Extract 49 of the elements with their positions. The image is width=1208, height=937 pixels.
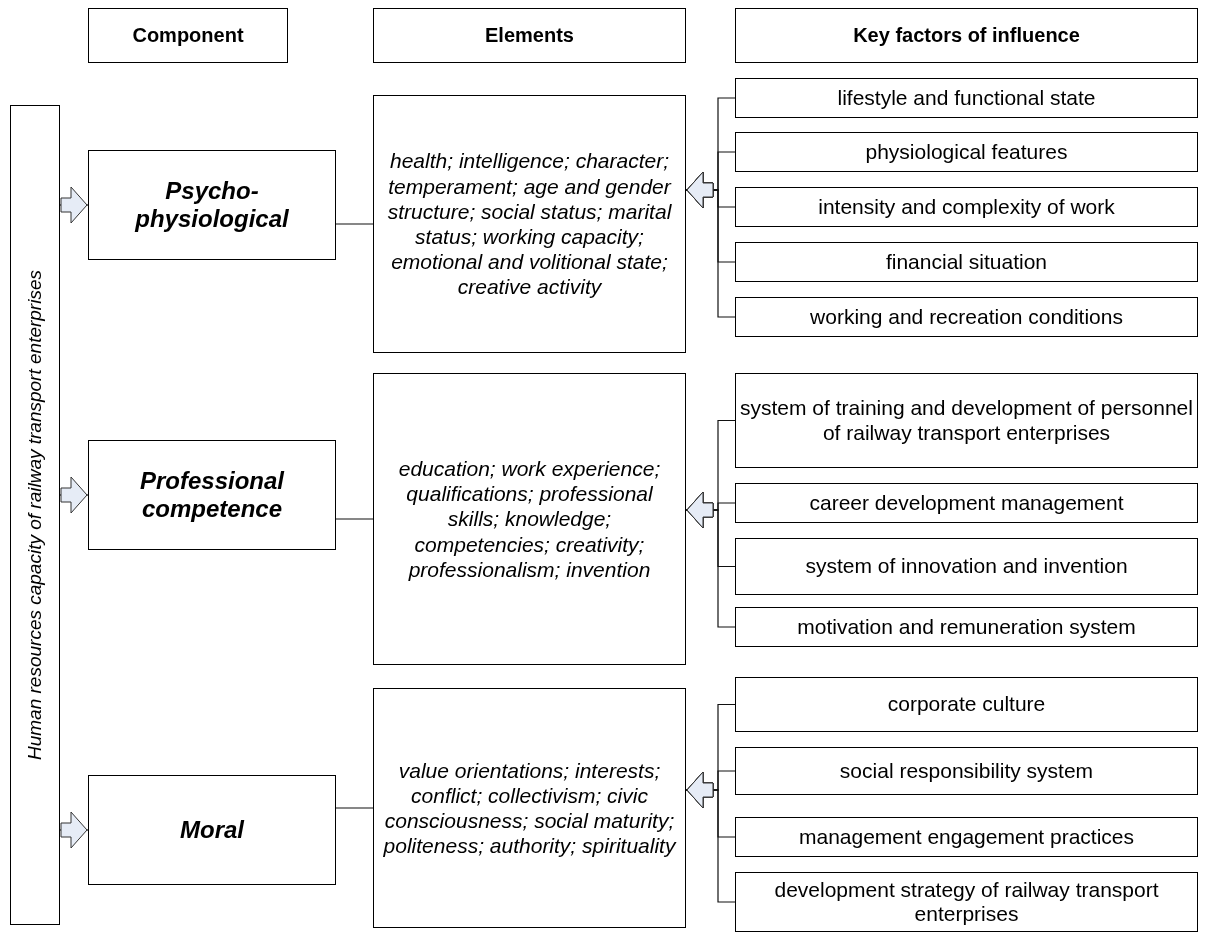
factor-box [735, 817, 1198, 857]
factor-box [735, 373, 1198, 468]
connector-line [335, 518, 374, 520]
connector-line [335, 223, 374, 225]
factor-box [735, 132, 1198, 172]
factor-box [735, 538, 1198, 595]
factor-box [735, 242, 1198, 282]
factor-box [735, 483, 1198, 523]
elements-list: education; work experience; qualifications; professional skills; knowledge; competencies; creativity; professionalism; invention [378, 456, 681, 582]
factor-text: system of innovation and invention [805, 554, 1128, 579]
factor-text: intensity and complexity of work [818, 194, 1115, 220]
column-heading: Component [132, 23, 244, 48]
factor-text: working and recreation conditions [810, 304, 1123, 330]
factor-box [735, 78, 1198, 118]
factor-text: motivation and remuneration system [797, 614, 1136, 640]
factor-box [735, 297, 1198, 337]
component-box [88, 440, 336, 550]
factor-box [735, 872, 1198, 932]
elements-list: health; intelligence; character; temperament; age and gender structure; social status; marital status; working capacity; emotional and volitional state; creative activity [378, 148, 681, 300]
factor-text: management engagement practices [798, 824, 1134, 850]
elements-list: value orientations; interests; conflict; collectivism; civic consciousness; social maturity; politeness; authority; spirituality [378, 757, 681, 859]
factor-text: financial situation [885, 249, 1048, 275]
column-heading: Elements [485, 23, 574, 48]
component-name: Psycho- physiological [133, 177, 290, 233]
vertical-label-box [10, 105, 60, 925]
factor-box [735, 607, 1198, 647]
connector-line [335, 807, 374, 809]
factor-text: system of training and development of personnel of railway transport enterprises [740, 396, 1193, 445]
header-box [735, 8, 1198, 63]
factor-text: development strategy of railway transport enterprises [773, 877, 1160, 927]
column-heading: Key factors of influence [853, 23, 1080, 48]
elements-box [373, 373, 686, 665]
elements-box [373, 95, 686, 353]
factor-box [735, 187, 1198, 227]
elements-box [373, 688, 686, 928]
factor-text: career development management [809, 490, 1124, 516]
component-name: Professional competence [138, 467, 286, 523]
factor-box [735, 747, 1198, 795]
factor-text: lifestyle and functional state [837, 85, 1096, 111]
header-box [373, 8, 686, 63]
factor-text: corporate culture [887, 692, 1046, 717]
component-name: Moral [180, 816, 244, 844]
factor-text: social responsibility system [839, 758, 1094, 784]
component-box [88, 150, 336, 260]
header-box [88, 8, 288, 63]
factor-text: physiological features [865, 139, 1068, 165]
vertical-title: Human resources capacity of railway transport enterprises [23, 270, 47, 760]
component-box [88, 775, 336, 885]
factor-box [735, 677, 1198, 732]
